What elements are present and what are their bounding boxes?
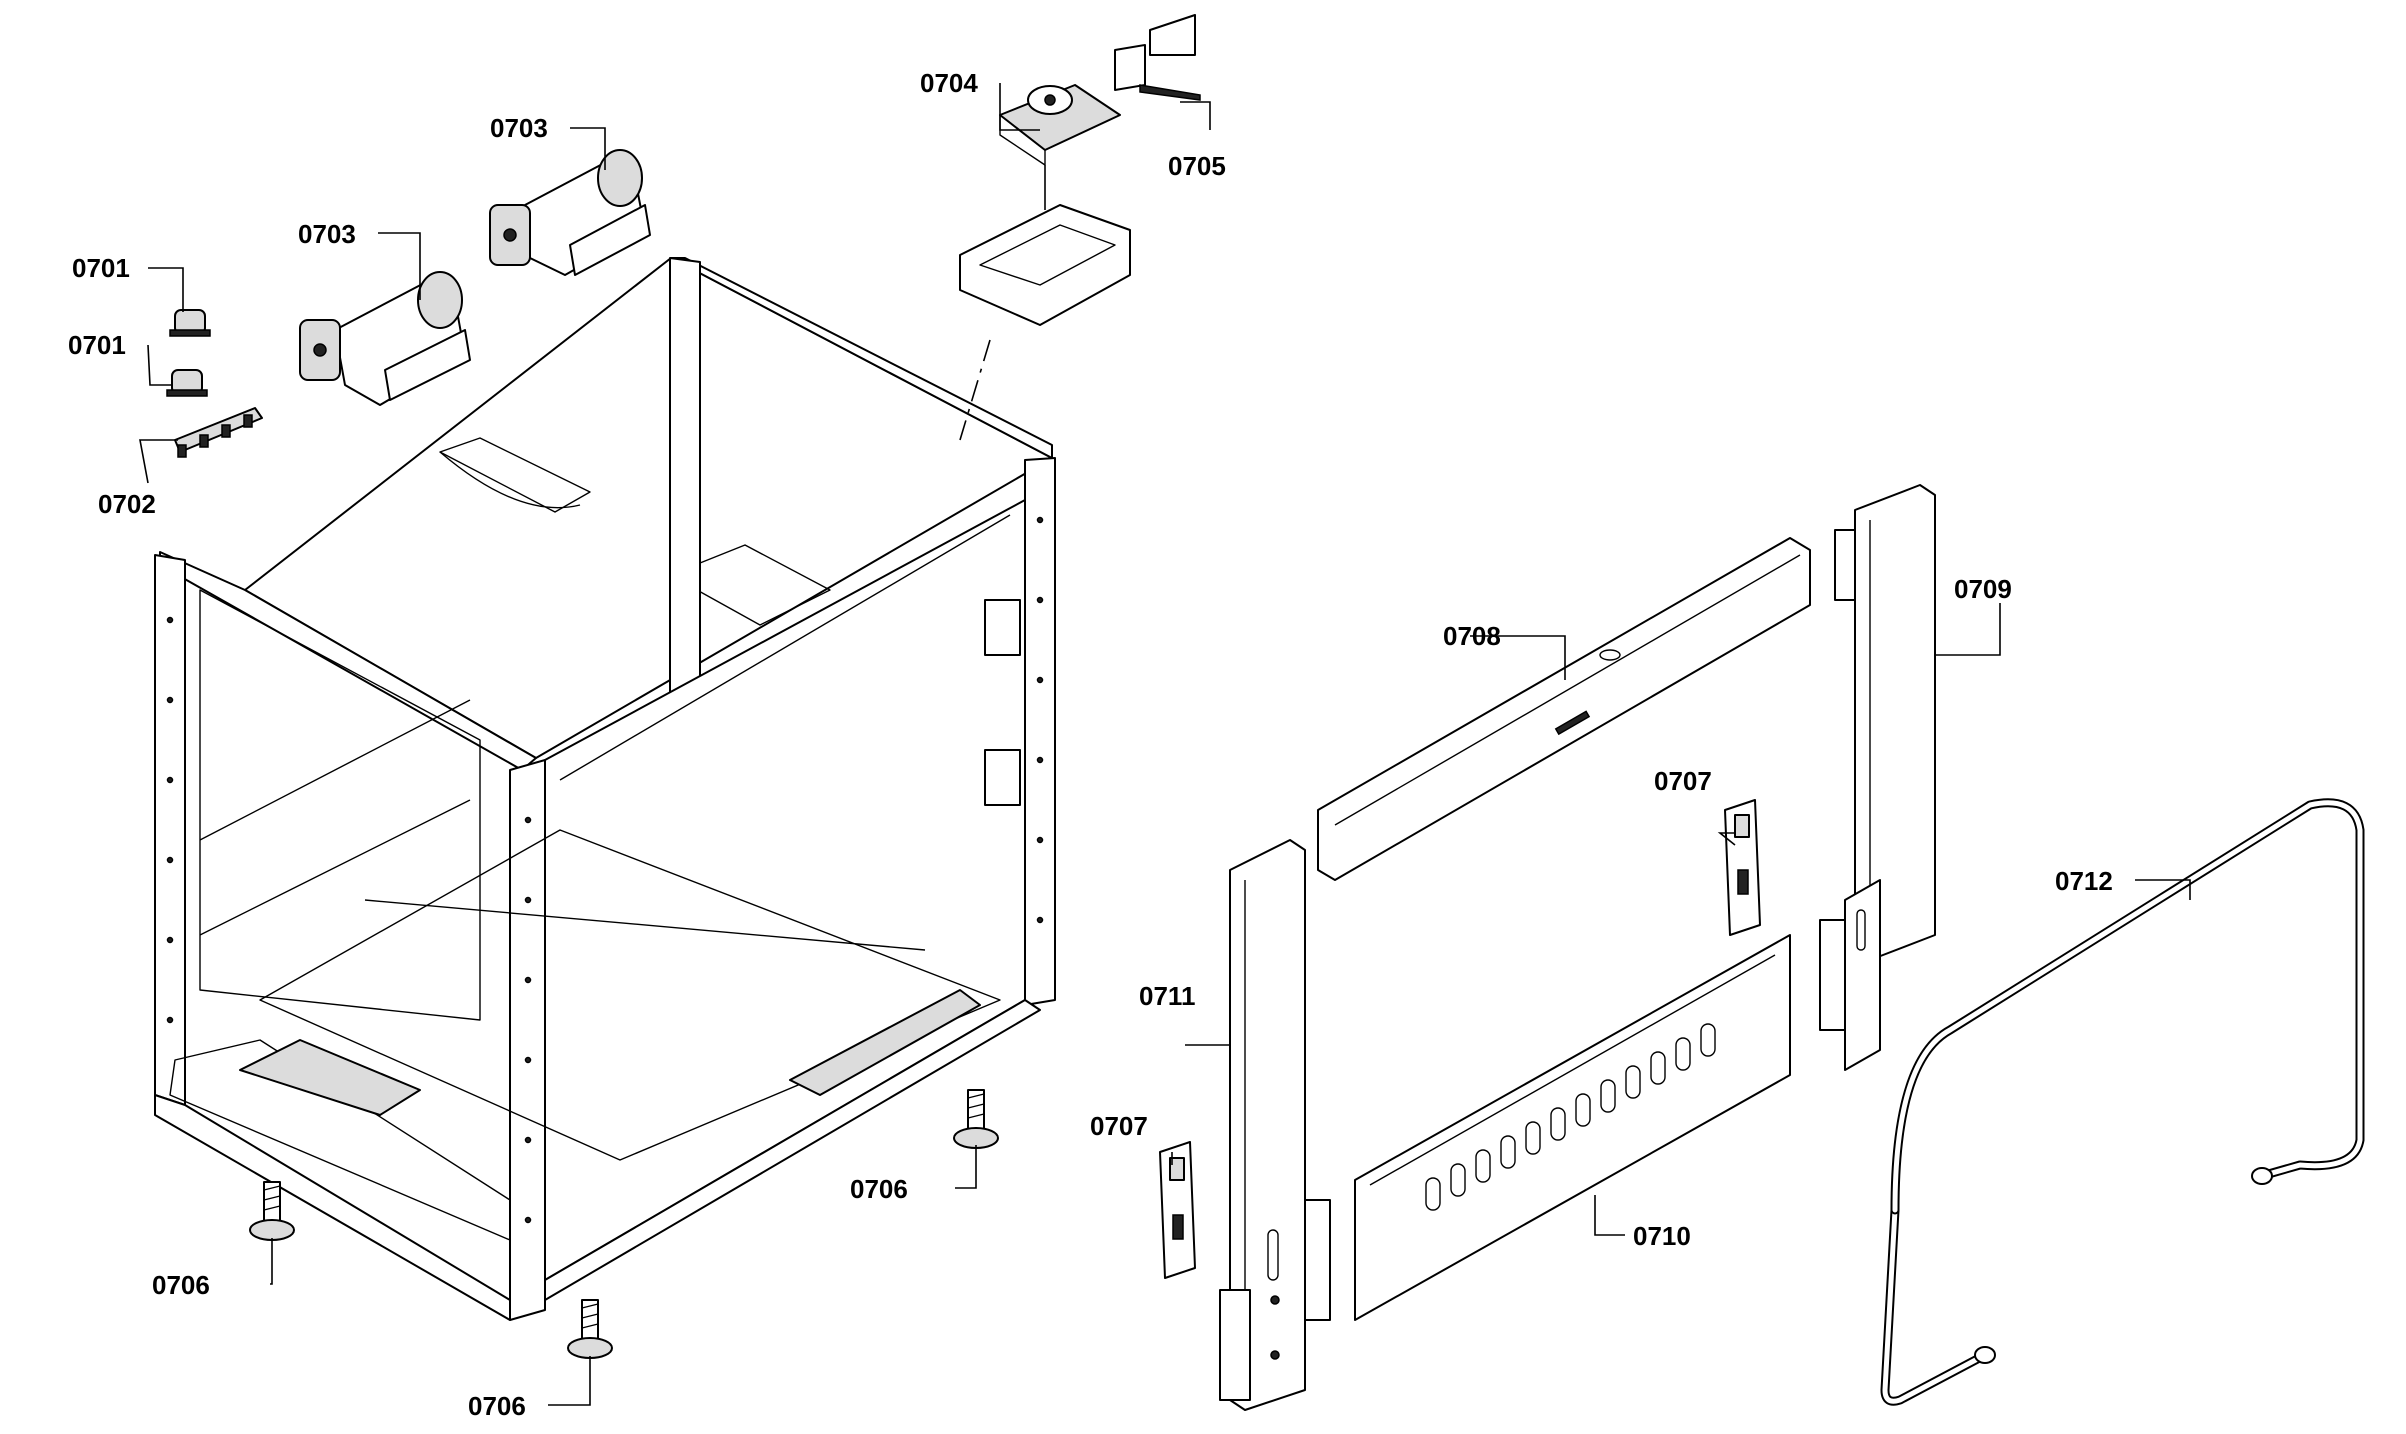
label-0711: 0711 xyxy=(1139,981,1195,1011)
cabinet-frame xyxy=(154,257,1056,1321)
part-0703-fan-motor-lower xyxy=(299,271,471,406)
rivet-dots xyxy=(166,516,1044,1224)
label-0707-lower: 0707 xyxy=(1090,1111,1148,1141)
part-0705-bracket xyxy=(1114,14,1201,101)
part-0701-switch-upper xyxy=(169,309,211,337)
label-0702: 0702 xyxy=(98,489,156,519)
label-0712: 0712 xyxy=(2055,866,2113,896)
part-0706-leveling-leg-bottom xyxy=(567,1299,613,1359)
label-0709: 0709 xyxy=(1954,574,2012,604)
label-0707-upper: 0707 xyxy=(1654,766,1712,796)
label-0706-left: 0706 xyxy=(152,1270,210,1300)
part-0703-fan-motor-upper xyxy=(489,149,651,276)
part-0701-switch-lower xyxy=(166,369,208,397)
label-0704: 0704 xyxy=(920,68,978,98)
part-0708-top-rail xyxy=(1317,537,1811,881)
part-0711-left-rail xyxy=(1219,839,1331,1411)
label-0701-lower: 0701 xyxy=(68,330,126,360)
part-0706-leveling-leg-right xyxy=(953,1089,999,1149)
vent-slots xyxy=(1425,1023,1716,1211)
label-0708: 0708 xyxy=(1443,621,1501,651)
part-0710-vent-panel xyxy=(1354,934,1791,1321)
label-0710: 0710 xyxy=(1633,1221,1691,1251)
callout-leaders xyxy=(139,83,2191,1406)
part-0702-terminal-block xyxy=(174,407,263,458)
part-0709-right-rail xyxy=(1819,484,1936,1071)
label-0703-upper: 0703 xyxy=(490,113,548,143)
label-0703-lower: 0703 xyxy=(298,219,356,249)
part-0707-hinge-receiver-lower xyxy=(1159,1141,1196,1279)
part-0704-control-module xyxy=(999,84,1121,166)
label-0701-upper: 0701 xyxy=(72,253,130,283)
label-0705: 0705 xyxy=(1168,151,1226,181)
part-0707-hinge-receiver-upper xyxy=(1724,799,1761,936)
label-0706-bottom: 0706 xyxy=(468,1391,526,1421)
heat-shield xyxy=(959,165,1131,326)
callout-labels: 0701 0701 0702 0703 0703 0704 0705 0706 … xyxy=(68,68,2113,1421)
label-0706-right: 0706 xyxy=(850,1174,908,1204)
part-0706-leveling-leg-left xyxy=(249,1181,295,1241)
part-0712-door-handle xyxy=(1880,798,2365,1406)
